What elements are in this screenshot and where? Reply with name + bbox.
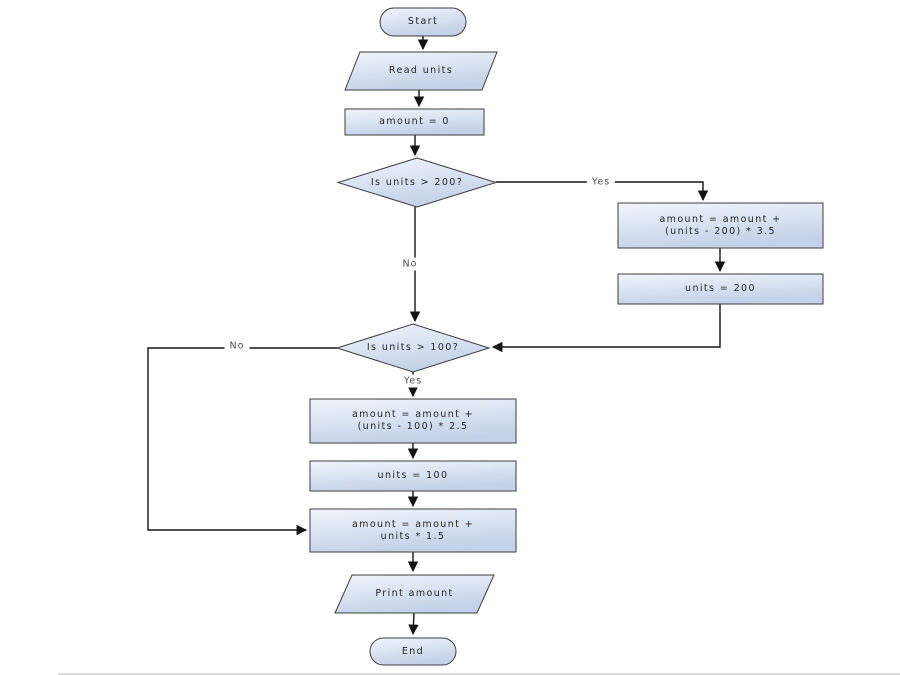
edge-label-no-200: No [397,257,423,271]
print-amount-io-shape [334,574,495,614]
set-units-100-process-shape [309,460,517,492]
calc-over-200-process-shape [617,202,824,249]
edge-set200-to-check100 [491,304,721,353]
edge-label-yes-200: Yes [586,175,616,189]
window-bottom-edge [58,673,900,675]
edge-print-to-end [408,612,419,636]
edge-check100-no-to-calcbase [147,347,337,536]
check-200-decision-shape [336,157,498,208]
edge-label-yes-100: Yes [398,374,428,388]
set-units-200-process-shape [617,273,824,305]
calc-base-process-shape [309,508,517,553]
edge-check200-yes-to-calc200 [496,181,709,202]
end-terminator-shape [369,637,457,666]
check-100-decision-shape [335,323,491,373]
calc-over-100-process-shape [309,398,517,444]
edge-label-no-100: No [224,339,250,353]
init-amount-process-shape [344,108,485,136]
read-units-io-shape [344,51,498,91]
start-terminator-shape [379,7,467,37]
